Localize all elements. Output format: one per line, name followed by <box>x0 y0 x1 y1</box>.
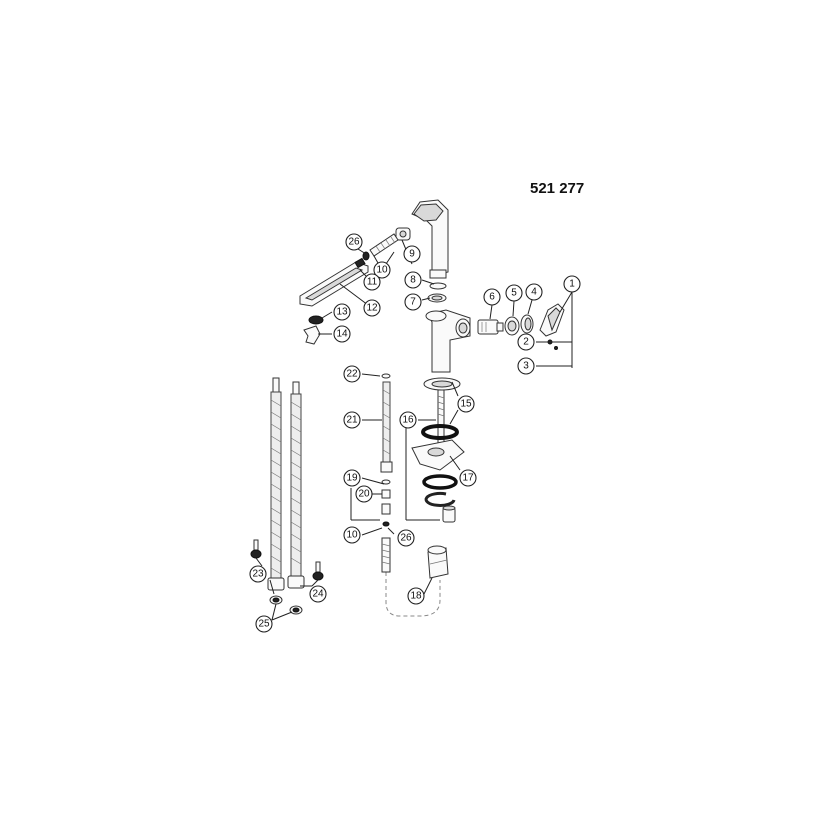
o-ring-15 <box>421 424 459 440</box>
svg-text:12: 12 <box>366 303 378 314</box>
callout-2: 2 <box>517 333 535 351</box>
svg-text:26: 26 <box>400 533 412 544</box>
callout-13: 13 <box>333 303 351 321</box>
svg-text:17: 17 <box>462 473 474 484</box>
spout <box>411 199 449 279</box>
callout-20: 20 <box>355 485 373 503</box>
svg-text:24: 24 <box>312 589 324 600</box>
connector-lower <box>381 503 391 515</box>
washer-22 <box>381 373 391 379</box>
svg-text:9: 9 <box>409 249 415 260</box>
connector-sleeve <box>427 545 449 579</box>
svg-text:23: 23 <box>252 569 264 580</box>
svg-text:25: 25 <box>258 619 270 630</box>
callout-10-top: 10 <box>373 261 391 279</box>
washer-13 <box>308 315 324 325</box>
callout-26-top: 26 <box>345 233 363 251</box>
o-ring-bottom <box>382 521 390 527</box>
callout-18: 18 <box>407 587 425 605</box>
callout-5: 5 <box>505 284 523 302</box>
washer-19 <box>381 479 391 485</box>
cable-path-dashed <box>385 572 441 617</box>
pop-up-cable <box>380 381 393 473</box>
svg-text:5: 5 <box>511 288 517 299</box>
ring-8 <box>429 282 447 290</box>
supply-hose-left <box>267 377 285 591</box>
nut-25-left <box>269 595 283 605</box>
fixing-plate <box>411 439 465 471</box>
callout-9: 9 <box>403 245 421 263</box>
svg-text:22: 22 <box>346 369 358 380</box>
callout-10-bottom: 10 <box>343 526 361 544</box>
aerator-connector <box>395 227 411 241</box>
callouts: 1 2 3 4 5 6 7 8 9 10 11 12 13 14 15 16 1… <box>249 233 581 633</box>
svg-text:4: 4 <box>531 287 537 298</box>
cartridge <box>477 319 504 335</box>
callout-25: 25 <box>255 615 273 633</box>
callout-11: 11 <box>363 273 381 291</box>
mixer-body <box>425 309 471 373</box>
svg-text:8: 8 <box>410 275 416 286</box>
screw-3 <box>554 346 558 350</box>
svg-text:10: 10 <box>346 530 358 541</box>
callout-26-bottom: 26 <box>397 529 415 547</box>
pop-up-lever <box>299 257 369 307</box>
callout-19: 19 <box>343 469 361 487</box>
ring-7 <box>427 293 447 303</box>
o-ring-lower <box>422 474 458 490</box>
callout-16: 16 <box>399 411 417 429</box>
supply-hose-right <box>287 381 305 589</box>
svg-text:21: 21 <box>346 415 358 426</box>
callout-3: 3 <box>517 357 535 375</box>
svg-text:26: 26 <box>348 237 360 248</box>
svg-text:10: 10 <box>376 265 388 276</box>
svg-text:2: 2 <box>523 337 529 348</box>
svg-text:7: 7 <box>410 297 416 308</box>
ring-4 <box>520 314 534 334</box>
bottom-nut <box>442 505 456 523</box>
svg-text:16: 16 <box>402 415 414 426</box>
svg-text:6: 6 <box>489 292 495 303</box>
svg-text:19: 19 <box>346 473 358 484</box>
c-washer <box>424 491 456 507</box>
svg-text:13: 13 <box>336 307 348 318</box>
handle <box>539 303 565 337</box>
nut-5 <box>504 316 520 336</box>
lever-elbow <box>303 325 321 345</box>
callout-15: 15 <box>457 395 475 413</box>
svg-text:15: 15 <box>460 399 472 410</box>
svg-text:11: 11 <box>367 277 378 288</box>
callout-1: 1 <box>563 275 581 293</box>
callout-24: 24 <box>309 585 327 603</box>
callout-12: 12 <box>363 299 381 317</box>
svg-text:14: 14 <box>336 329 348 340</box>
callout-23: 23 <box>249 565 267 583</box>
callout-22: 22 <box>343 365 361 383</box>
parts-drawing <box>250 199 565 617</box>
threaded-rod-top <box>369 233 399 257</box>
callout-21: 21 <box>343 411 361 429</box>
part-number: 521 277 <box>530 180 585 197</box>
valve-23 <box>250 539 262 559</box>
svg-text:1: 1 <box>569 279 575 290</box>
callout-4: 4 <box>525 283 543 301</box>
nipple-20 <box>381 489 391 499</box>
svg-text:20: 20 <box>358 489 370 500</box>
svg-text:3: 3 <box>523 361 529 372</box>
callout-6: 6 <box>483 288 501 306</box>
valve-24 <box>312 561 324 581</box>
o-ring-top <box>362 251 370 261</box>
threaded-rod-bottom <box>381 537 391 573</box>
svg-text:18: 18 <box>410 591 422 602</box>
callout-17: 17 <box>459 469 477 487</box>
callout-14: 14 <box>333 325 351 343</box>
nut-25-right <box>289 605 303 615</box>
callout-7: 7 <box>404 293 422 311</box>
callout-8: 8 <box>404 271 422 289</box>
